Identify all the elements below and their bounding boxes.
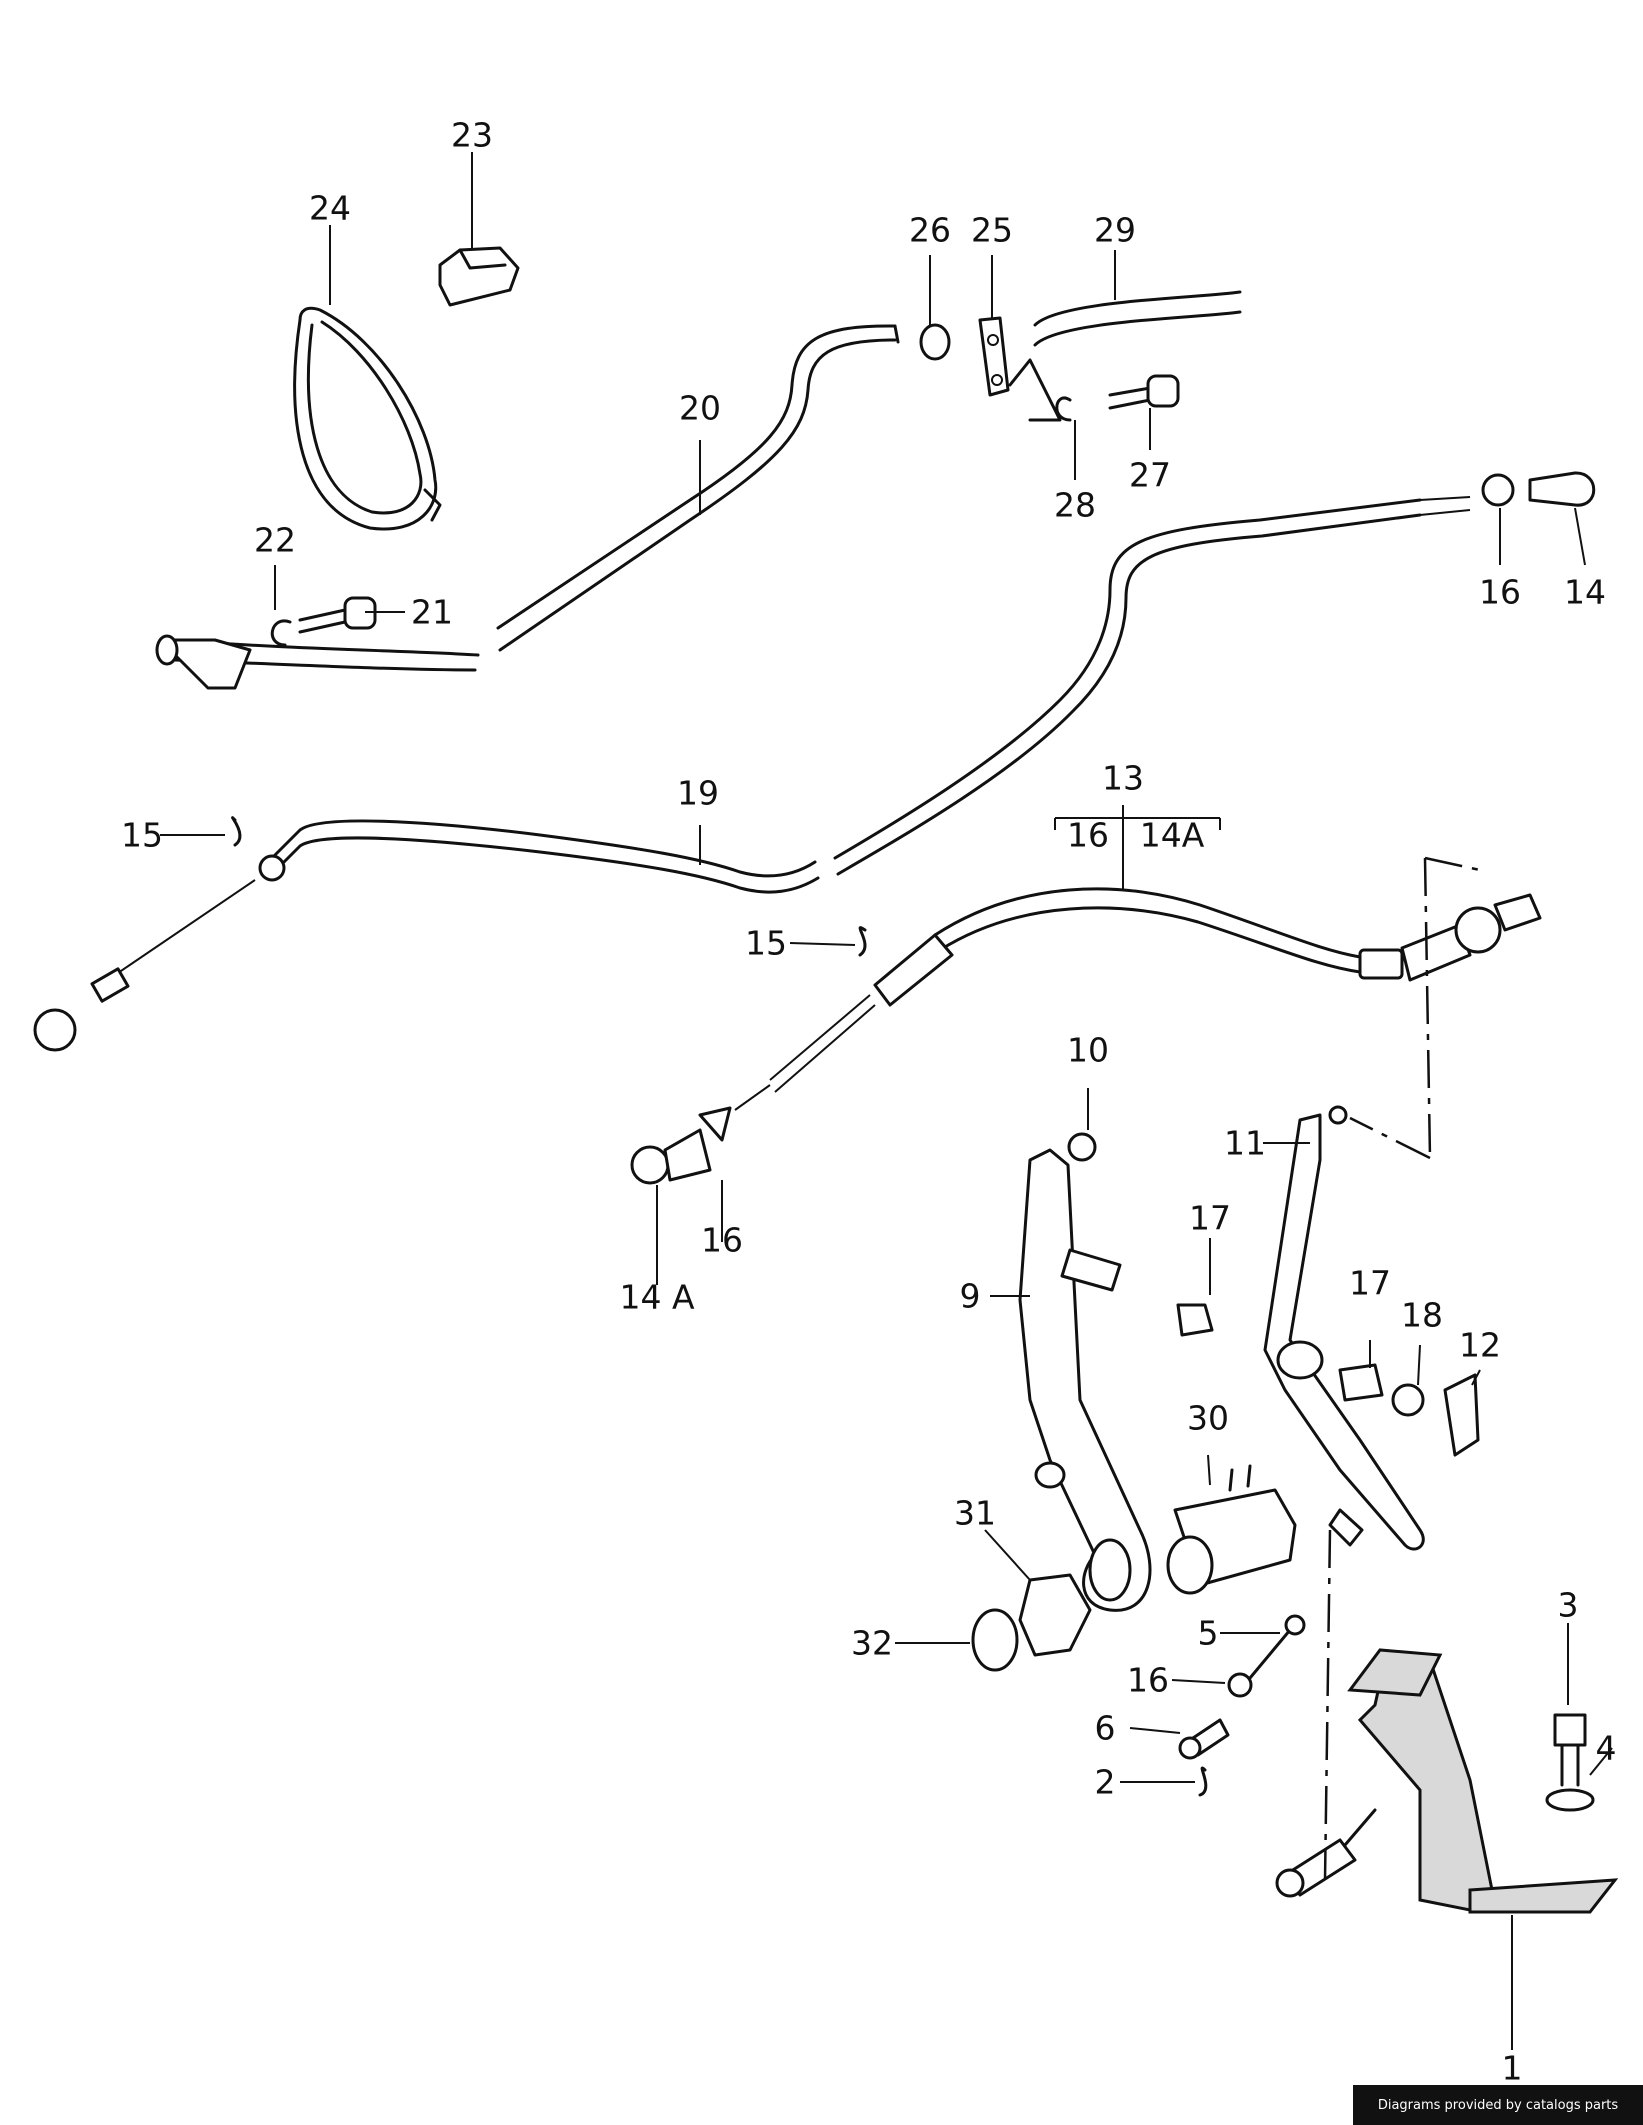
part-13-cable bbox=[630, 817, 1542, 1185]
callout-17-b: 17 bbox=[1349, 1263, 1391, 1303]
part-21-22-screw bbox=[270, 596, 377, 647]
callout-11: 11 bbox=[1224, 1123, 1266, 1163]
callout-29: 29 bbox=[1094, 210, 1136, 250]
part-32-ring bbox=[971, 1608, 1019, 1672]
part-30-switch bbox=[1166, 1464, 1297, 1595]
callout-31: 31 bbox=[954, 1493, 996, 1533]
callout-9: 9 bbox=[959, 1276, 981, 1316]
callout-27: 27 bbox=[1129, 455, 1171, 495]
leader-lines bbox=[160, 152, 1613, 2050]
dash-guides bbox=[1323, 856, 1481, 1881]
callout-18: 18 bbox=[1401, 1295, 1443, 1335]
callout-16-low: 16 bbox=[1127, 1660, 1169, 1700]
callout-24: 24 bbox=[309, 188, 351, 228]
callout-20: 20 bbox=[679, 388, 721, 428]
part-1-pedal bbox=[1347, 1648, 1619, 1914]
part-25-29-hardware bbox=[919, 290, 1242, 422]
callout-16-bracket: 16 bbox=[1067, 815, 1109, 855]
part-17-spring bbox=[1176, 1303, 1214, 1337]
callout-15-mid: 15 bbox=[745, 923, 787, 963]
part-10-nut bbox=[1067, 1132, 1097, 1162]
part-2-5-6-16 bbox=[1178, 1614, 1377, 1898]
callout-13: 13 bbox=[1102, 758, 1144, 798]
part-24-strap bbox=[293, 306, 442, 531]
callout-6: 6 bbox=[1094, 1708, 1116, 1748]
callout-17-a: 17 bbox=[1189, 1198, 1231, 1238]
callout-1: 1 bbox=[1501, 2048, 1523, 2088]
part-31-gasket bbox=[1018, 1573, 1092, 1657]
callout-5: 5 bbox=[1197, 1613, 1219, 1653]
callout-28: 28 bbox=[1054, 485, 1096, 525]
part-11-pedal-lever bbox=[1263, 1105, 1425, 1551]
part-9-lever bbox=[1018, 1148, 1152, 1612]
part-20-hose bbox=[155, 324, 900, 690]
callout-25: 25 bbox=[971, 210, 1013, 250]
callout-14a-bracket: 14A bbox=[1139, 815, 1205, 855]
callout-2: 2 bbox=[1094, 1762, 1116, 1802]
callout-3: 3 bbox=[1557, 1585, 1579, 1625]
part-3-4-bolt bbox=[1545, 1713, 1595, 1812]
callout-22: 22 bbox=[254, 520, 296, 560]
callout-32: 32 bbox=[851, 1623, 893, 1663]
callout-12: 12 bbox=[1459, 1325, 1501, 1365]
part-19-cable bbox=[33, 496, 1471, 1052]
footer-credit: Diagrams provided by catalogs parts bbox=[1353, 2085, 1643, 2125]
part-23-clip bbox=[438, 246, 520, 307]
callout-4: 4 bbox=[1595, 1728, 1617, 1768]
callout-16-top: 16 bbox=[1479, 572, 1521, 612]
callout-14a: 14 A bbox=[619, 1277, 695, 1317]
callout-21: 21 bbox=[411, 592, 453, 632]
part-17-18-12 bbox=[1338, 1363, 1480, 1457]
callout-16-mid: 16 bbox=[701, 1220, 743, 1260]
callout-15-top: 15 bbox=[121, 815, 163, 855]
callout-19: 19 bbox=[677, 773, 719, 813]
callout-26: 26 bbox=[909, 210, 951, 250]
callout-30: 30 bbox=[1187, 1398, 1229, 1438]
callout-10: 10 bbox=[1067, 1030, 1109, 1070]
part-14-16-top bbox=[1481, 471, 1596, 507]
callout-14: 14 bbox=[1564, 572, 1606, 612]
callout-23: 23 bbox=[451, 115, 493, 155]
